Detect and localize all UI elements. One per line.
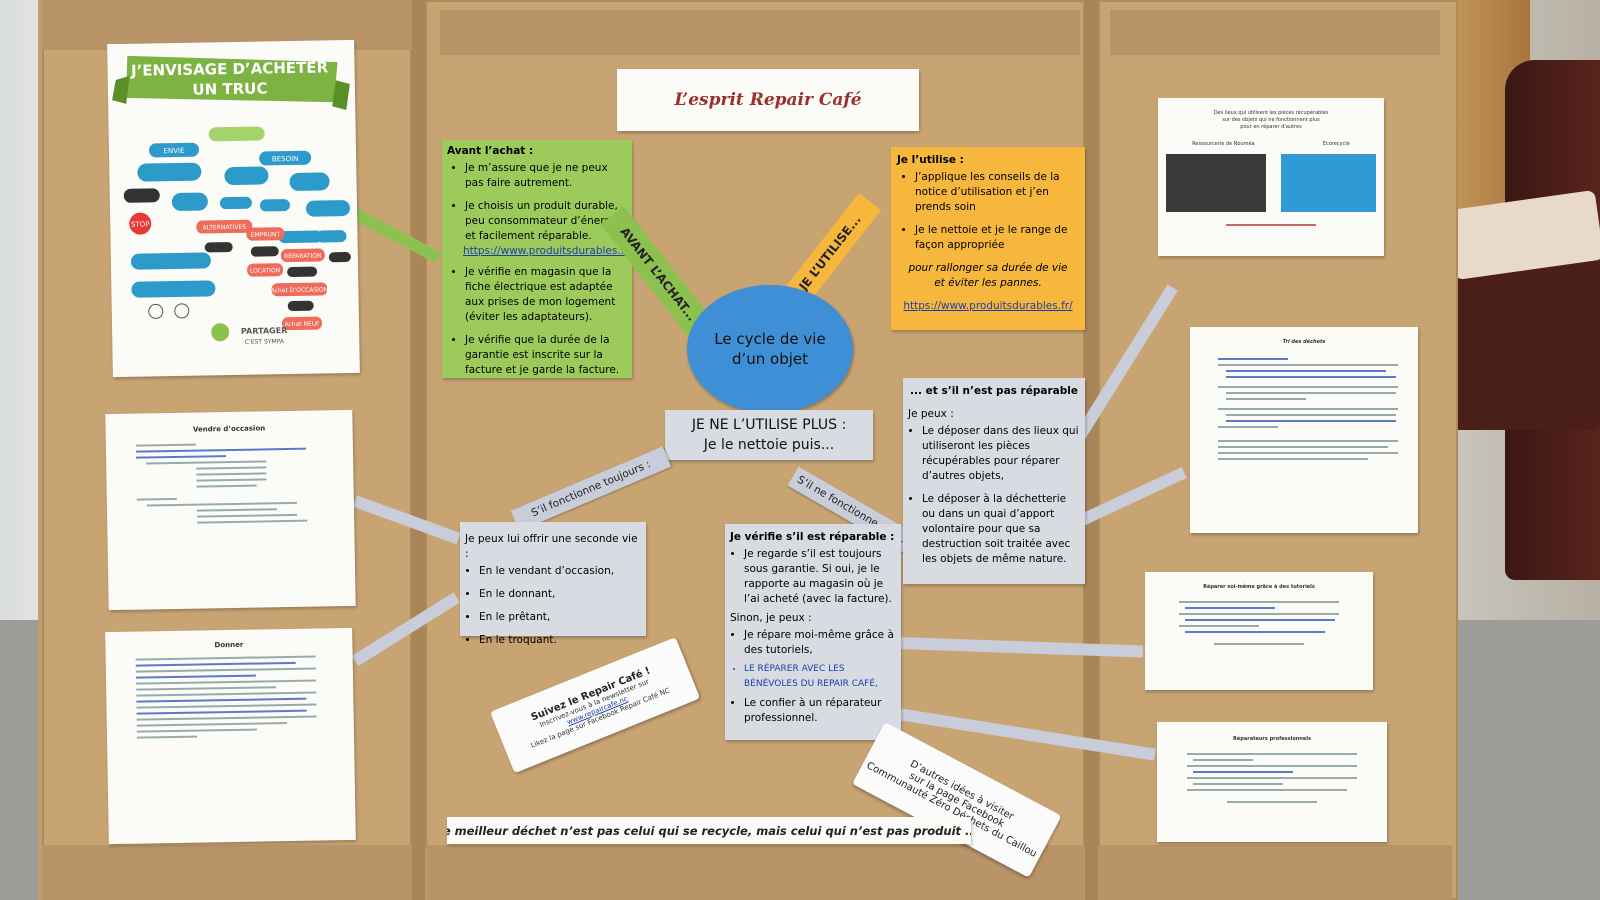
utilise-box: Je l’utilise : J’applique les conseils d… — [891, 147, 1085, 330]
reparable-item-professionnel: Le confier à un réparateur professionnel… — [744, 696, 896, 726]
poster-title-line-1: J’ENVISAGE D’ACHETER — [130, 58, 329, 79]
ecorecycle-image — [1281, 154, 1377, 212]
vendre-occasion-paper: Vendre d’occasion — [105, 409, 356, 611]
donner-title: Donner — [214, 640, 244, 650]
donner-paper: Donner — [105, 627, 356, 845]
pros-paper: Réparateurs professionnels — [1157, 722, 1387, 842]
poster-title-line-2: UN TRUC — [192, 79, 267, 98]
poster-footer-2: C’EST SYMPA — [245, 338, 285, 346]
poster-node-location: LOCATION — [250, 267, 280, 275]
title-sign-text: L’esprit Repair Café — [674, 90, 862, 110]
tri-title: Tri des déchets — [1282, 339, 1326, 345]
avant-achat-item-4: Je vérifie que la durée de la garantie e… — [465, 333, 627, 378]
seconde-vie-item-2: En le donnant, — [479, 587, 641, 602]
reparable-sinon: Sinon, je peux : — [730, 612, 812, 624]
ne-utilise-plus-line-1: JE NE L’UTILISE PLUS : — [691, 417, 847, 433]
bottom-quote-text: Le meilleur déchet n’est pas celui qui s… — [447, 823, 971, 838]
utilise-item-1: J’applique les conseils de la notice d’u… — [915, 170, 1079, 215]
top-strip-mid — [440, 10, 1080, 55]
avant-achat-link[interactable]: https://www.produitsdurables.fr/ — [463, 245, 633, 257]
seconde-vie-item-3: En le prêtant, — [479, 610, 641, 625]
reparable-heading: Je vérifie s’il est réparable : — [730, 531, 895, 543]
seconde-vie-heading: Je peux lui offrir une seconde vie : — [465, 533, 638, 560]
avant-achat-item-1: Je m’assure que je ne peux pas faire aut… — [465, 161, 627, 191]
lieux-columns: Ressourcerie de Nouméa Ecorecycle — [1158, 141, 1384, 148]
bottom-quote-strip: Le meilleur déchet n’est pas celui qui s… — [447, 817, 971, 844]
seconde-vie-item-1: En le vendant d’occasion, — [479, 564, 641, 579]
ressourcerie-image — [1165, 154, 1266, 212]
ne-utilise-plus-box: JE NE L’UTILISE PLUS : Je le nettoie pui… — [665, 410, 873, 460]
pas-reparable-heading: ... et s’il n’est pas réparable — [910, 385, 1078, 397]
avant-achat-box: Avant l’achat : Je m’assure que je ne pe… — [442, 140, 632, 378]
top-strip-right — [1110, 10, 1440, 55]
lieux-col-2: Ecorecycle — [1322, 141, 1350, 147]
poster-node-reparation: RÉPARATION — [284, 251, 322, 260]
circle-line-1: Le cycle de vie — [714, 330, 826, 348]
bottom-strip — [42, 845, 1452, 900]
pas-reparable-item-1: Le déposer dans des lieux qui utiliseron… — [922, 424, 1080, 484]
decision-poster: J’ENVISAGE D’ACHETER UN TRUC ENVIE BESOI… — [107, 39, 360, 378]
reparable-item-tutoriels: Je répare moi-même grâce à des tutoriels… — [744, 628, 896, 658]
fold-line-right — [1085, 0, 1098, 900]
reparable-item-garantie: Je regarde s’il est toujours sous garant… — [744, 547, 896, 607]
poster-illustration: J’ENVISAGE D’ACHETER UN TRUC ENVIE BESOI… — [112, 55, 351, 346]
poster-node-neuf: Achat NEUF — [284, 321, 320, 329]
lieux-paper: Des lieux qui utilisent les pièces récup… — [1158, 98, 1384, 256]
lieux-col-1: Ressourcerie de Nouméa — [1192, 141, 1255, 147]
poster-node-envie: ENVIE — [163, 147, 184, 155]
ne-utilise-plus-line-2: Je le nettoie puis... — [703, 437, 835, 453]
life-cycle-circle: Le cycle de vie d’un objet — [687, 285, 853, 413]
fold-line-left — [412, 0, 425, 900]
utilise-link[interactable]: https://www.produitsdurables.fr/ — [903, 300, 1073, 312]
utilise-note: pour rallonger sa durée de vie et éviter… — [908, 262, 1068, 289]
seconde-vie-box: Je peux lui offrir une seconde vie : En … — [460, 522, 646, 646]
pas-reparable-intro: Je peux : — [908, 408, 954, 420]
poster-node-besoin: BESOIN — [272, 155, 299, 163]
poster-footer-1: PARTAGER — [241, 326, 287, 336]
poster-node-stop: STOP — [131, 220, 150, 228]
poster-node-occasion: Achat D’OCCASION — [271, 286, 329, 294]
tutoriels-paper: Réparer soi-même grâce à des tutoriels — [1145, 572, 1373, 690]
pros-title: Réparateurs professionnels — [1233, 736, 1311, 742]
avant-achat-item-3: Je vérifie en magasin que la fiche élect… — [465, 265, 627, 325]
reparable-item-benevoles: LE RÉPARER AVEC LES BÉNÉVOLES DU REPAIR … — [744, 662, 896, 692]
pas-reparable-item-2: Le déposer à la déchetterie ou dans un q… — [922, 492, 1080, 567]
tri-paper: Tri des déchets — [1190, 327, 1418, 533]
avant-achat-item-2: Je choisis un produit durable, peu conso… — [465, 199, 627, 244]
poster-node-emprunt: EMPRUNT — [251, 231, 281, 239]
utilise-heading: Je l’utilise : — [897, 154, 964, 166]
reparable-box: Je vérifie s’il est réparable : Je regar… — [725, 524, 901, 740]
chair-seat — [1440, 260, 1600, 430]
tutoriels-title: Réparer soi-même grâce à des tutoriels — [1203, 584, 1315, 590]
circle-line-2: d’un objet — [731, 350, 809, 368]
pas-reparable-box: ... et s’il n’est pas réparable Je peux … — [903, 378, 1085, 584]
vendre-occasion-title: Vendre d’occasion — [192, 424, 266, 434]
lieux-title-3: pour en réparer d’autres — [1240, 124, 1302, 130]
title-sign: L’esprit Repair Café — [617, 69, 919, 131]
utilise-item-2: Je le nettoie et je le range de façon ap… — [915, 223, 1079, 253]
lieux-title-2: sur des objets qui ne fonctionnent plus — [1222, 117, 1320, 123]
lieux-title-1: Des lieux qui utilisent les pièces récup… — [1213, 110, 1329, 116]
poster-node-alternatives: ALTERNATIVES — [203, 224, 247, 232]
seconde-vie-item-4: En le troquant. — [479, 633, 641, 648]
avant-achat-heading: Avant l’achat : — [447, 145, 534, 157]
